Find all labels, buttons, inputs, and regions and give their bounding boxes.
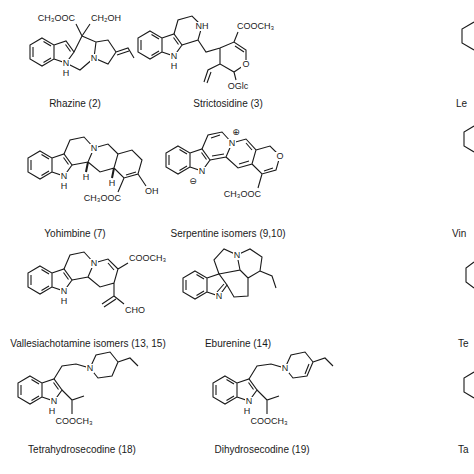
cut-compound-name: Ta xyxy=(458,444,469,455)
substituent-label: CH₂OH xyxy=(90,14,122,23)
atom-label: H xyxy=(243,407,252,416)
atom-label: N xyxy=(90,259,99,268)
substituent-label: COOCH₃ xyxy=(54,417,93,426)
atom-label: H xyxy=(60,297,69,306)
compound-name: Vallesiachotamine isomers (13, 15) xyxy=(10,338,165,349)
atom-label: N xyxy=(245,397,254,406)
substituent-label: CH₃OOC xyxy=(83,194,122,203)
atom-label: N xyxy=(50,397,59,406)
substituent-label: COOCH₃ xyxy=(236,22,275,31)
substituent-label: CH₃OOC xyxy=(223,190,262,199)
atom-label: H xyxy=(60,182,69,191)
atom-label: N xyxy=(62,59,71,68)
atom-label: O xyxy=(275,152,284,161)
atom-label: N xyxy=(198,167,207,176)
atom-label: N xyxy=(215,292,224,301)
compound-name: Dihydrosecodine (19) xyxy=(214,444,309,455)
atom-label: ⊕ xyxy=(231,128,241,137)
atom-label: H xyxy=(48,407,57,416)
substituent-label: COOCH₃ xyxy=(128,254,167,263)
atom-label: H xyxy=(170,62,179,71)
compound-name: Eburenine (14) xyxy=(205,338,271,349)
atom-label: H xyxy=(108,179,117,188)
substituent-label: OGlc xyxy=(227,82,250,91)
cut-compound-name: Le xyxy=(456,98,467,109)
atom-label: ⊖ xyxy=(188,177,198,186)
compound-name: Tetrahydrosecodine (18) xyxy=(28,444,136,455)
atom-label: N xyxy=(86,364,95,373)
substituent-label: CH₃OOC xyxy=(37,14,76,23)
substituent-label: CHO xyxy=(124,306,146,315)
compound-name: Rhazine (2) xyxy=(49,98,101,109)
atom-label: N xyxy=(60,287,69,296)
atom-label: N xyxy=(90,144,99,153)
atom-label: N xyxy=(228,139,237,148)
cut-compound-name: Vin xyxy=(452,228,466,239)
atom-label: N xyxy=(60,172,69,181)
atom-label: H xyxy=(62,69,71,78)
atom-label: H xyxy=(82,173,91,182)
atom-label: N xyxy=(281,364,290,373)
atom-label: N xyxy=(233,251,242,260)
atom-label: N xyxy=(170,52,179,61)
compound-name: Strictosidine (3) xyxy=(193,98,262,109)
compound-name: Serpentine isomers (9,10) xyxy=(170,228,285,239)
cut-compound-name: Te xyxy=(458,338,469,349)
substituent-label: COOCH₃ xyxy=(249,417,288,426)
compound-name: Yohimbine (7) xyxy=(44,228,105,239)
atom-label: NH xyxy=(195,22,210,31)
atom-label: N xyxy=(90,54,99,63)
substituent-label: OH xyxy=(144,187,160,196)
atom-label: O xyxy=(241,60,250,69)
